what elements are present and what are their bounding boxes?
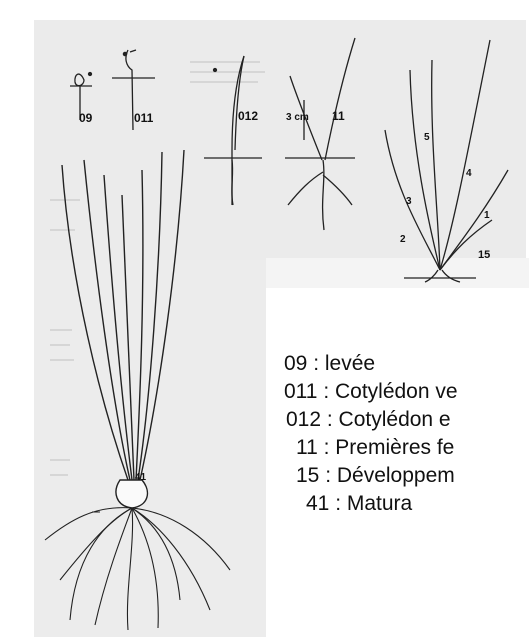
- legend-item-11: 11 : Premières fe: [284, 434, 529, 462]
- stage-label-41: 41: [135, 472, 147, 483]
- paper-background: [34, 20, 529, 637]
- leaf-number: 2: [400, 234, 406, 245]
- leaf-number: 3: [406, 196, 412, 207]
- legend-item-011: 011 : Cotylédon ve: [284, 378, 529, 406]
- stage-label-15: 15: [478, 249, 490, 261]
- stage-label-11: 11: [332, 109, 345, 123]
- stage-label-011: 011: [134, 111, 154, 125]
- legend-item-012: 012 : Cotylédon e: [284, 406, 529, 434]
- leaf-number: 4: [466, 168, 472, 179]
- legend-item-09: 09 : levée: [284, 350, 529, 378]
- stage-legend: 09 : levée 011 : Cotylédon ve 012 : Coty…: [284, 350, 529, 518]
- stage-label-09: 09: [79, 111, 93, 125]
- legend-item-41: 41 : Matura: [284, 490, 529, 518]
- leaf-number: 5: [424, 132, 430, 143]
- leaf-number: 1: [484, 210, 490, 221]
- stage-label-012: 012: [238, 109, 258, 123]
- measure-label: 3 cm: [286, 112, 309, 123]
- legend-item-15: 15 : Développem: [284, 462, 529, 490]
